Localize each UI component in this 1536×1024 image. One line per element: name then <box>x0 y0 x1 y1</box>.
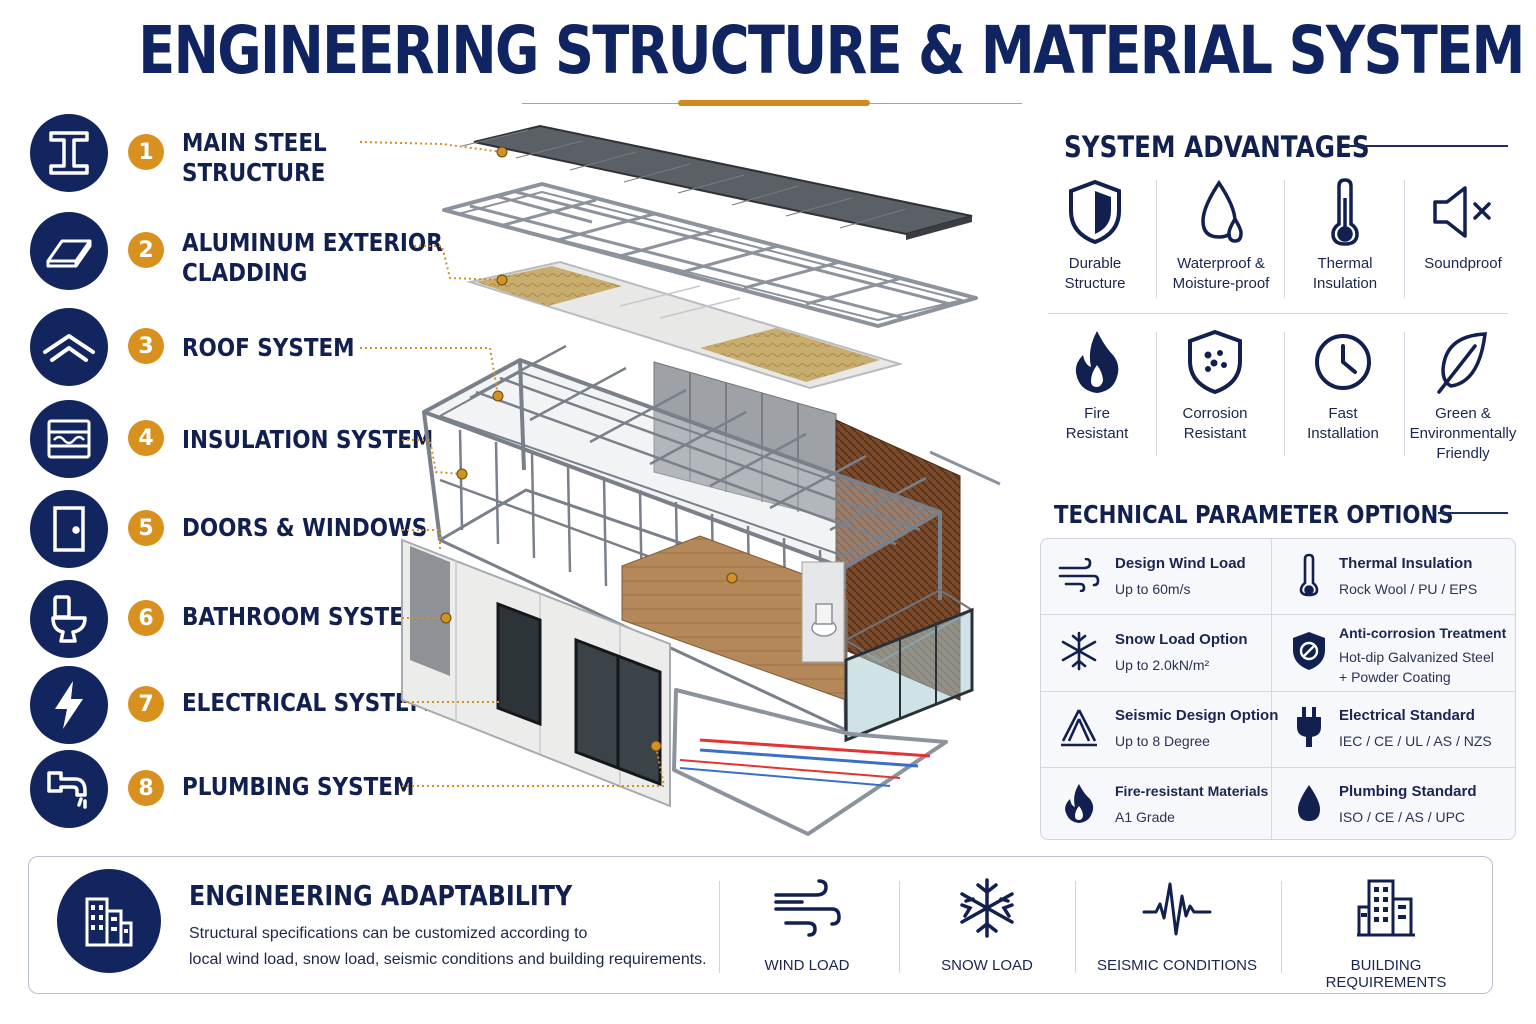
component-label: ELECTRICAL SYSTEM <box>182 688 431 717</box>
building-icon <box>57 869 161 973</box>
toilet-icon <box>30 580 108 658</box>
leaf-icon <box>1400 326 1526 398</box>
param-anti-corrosion: Anti-corrosion Treatment Hot-dip Galvani… <box>1277 615 1515 691</box>
param-wind-load: Design Wind Load Up to 60m/s <box>1041 539 1279 615</box>
component-number: 8 <box>128 770 164 806</box>
component-item-3: 3 ROOF SYSTEM <box>30 308 510 388</box>
adapt-wind-load: WIND LOAD <box>739 871 875 974</box>
component-number: 1 <box>128 134 164 170</box>
glass-balcony <box>844 588 974 743</box>
clock-icon <box>1280 326 1406 398</box>
component-item-5: 5 DOORS & WINDOWS <box>30 490 510 570</box>
param-seismic: Seismic Design Option Up to 8 Degree <box>1041 691 1279 767</box>
leader-dots <box>440 146 738 752</box>
exploded-house-diagram <box>359 124 1001 836</box>
flame-icon <box>1057 781 1101 825</box>
main-steel-frame <box>422 344 942 732</box>
snowflake-icon <box>1057 629 1101 673</box>
leader-lines <box>359 141 666 787</box>
shield-dots-icon <box>1152 326 1278 398</box>
component-label: PLUMBING SYSTEM <box>182 772 415 801</box>
component-number: 4 <box>128 420 164 456</box>
roof-icon <box>30 308 108 386</box>
floor-deck <box>621 535 847 701</box>
adaptability-description: Structural specifications can be customi… <box>189 925 707 968</box>
door-icon <box>30 490 108 568</box>
speaker-mute-icon <box>1400 176 1526 248</box>
bathroom-module <box>801 561 845 663</box>
advantage-soundproof: Soundproof <box>1400 176 1526 274</box>
component-item-6: 6 BATHROOM SYSTEM <box>30 580 510 660</box>
param-plumbing: Plumbing Standard ISO / CE / AS / UPC <box>1277 767 1515 843</box>
droplet-icon <box>1287 781 1331 825</box>
component-number: 2 <box>128 232 164 268</box>
faucet-icon <box>30 750 108 828</box>
flame-icon <box>1034 326 1160 398</box>
component-label: INSULATION SYSTEM <box>182 425 434 454</box>
component-label: BATHROOM SYSTEM <box>182 602 426 631</box>
seismic-wave-icon <box>1095 871 1259 945</box>
wind-icon <box>739 871 875 945</box>
component-label: DOORS & WINDOWS <box>182 513 428 542</box>
snowflake-icon <box>919 871 1055 945</box>
roof-frame <box>442 182 978 328</box>
param-fire-resistant: Fire-resistant Materials A1 Grade <box>1041 767 1279 843</box>
adaptability-band: ENGINEERING ADAPTABILITY Structural spec… <box>28 856 1493 994</box>
insulation-icon <box>30 400 108 478</box>
param-snow-load: Snow Load Option Up to 2.0kN/m² <box>1041 615 1279 691</box>
wind-icon <box>1057 553 1101 597</box>
floor-frame-plumbing <box>672 688 948 836</box>
param-thermal-insulation: Thermal Insulation Rock Wool / PU / EPS <box>1277 539 1515 615</box>
ceiling-insulation-panels <box>466 260 904 390</box>
component-number: 3 <box>128 328 164 364</box>
thermometer-icon <box>1282 176 1408 248</box>
plug-icon <box>1287 705 1331 749</box>
parameters-title: TECHNICAL PARAMETER OPTIONS <box>1054 500 1454 529</box>
parameters-title-line <box>1438 512 1508 514</box>
advantage-waterproof: Waterproof &Moisture-proof <box>1158 176 1284 294</box>
steel-beam-icon <box>30 114 108 192</box>
component-item-4: 4 INSULATION SYSTEM <box>30 400 510 480</box>
adapt-building-requirements: BUILDING REQUIREMENTS <box>1291 871 1481 991</box>
adapt-seismic: SEISMIC CONDITIONS <box>1095 871 1259 974</box>
adapt-snow-load: SNOW LOAD <box>919 871 1055 974</box>
shield-slash-icon <box>1287 629 1331 673</box>
page-title: ENGINEERING STRUCTURE & MATERIAL SYSTEM <box>138 12 1525 89</box>
front-wall-panels <box>401 538 671 808</box>
advantages-title-line <box>1346 145 1508 147</box>
component-number: 5 <box>128 510 164 546</box>
seismic-icon <box>1057 705 1101 749</box>
lightning-icon <box>30 666 108 744</box>
advantages-title: SYSTEM ADVANTAGES <box>1064 130 1370 164</box>
component-label: ROOF SYSTEM <box>182 333 355 362</box>
param-electrical: Electrical Standard IEC / CE / UL / AS /… <box>1277 691 1515 767</box>
panel-icon <box>30 212 108 290</box>
component-number: 7 <box>128 686 164 722</box>
building-icon <box>1291 871 1481 945</box>
shield-icon <box>1032 176 1158 248</box>
adaptability-title: ENGINEERING ADAPTABILITY <box>189 879 573 912</box>
component-item-7: 7 ELECTRICAL SYSTEM <box>30 666 510 746</box>
parameters-panel: Design Wind Load Up to 60m/s Thermal Ins… <box>1040 538 1516 840</box>
component-number: 6 <box>128 600 164 636</box>
thermometer-icon <box>1287 553 1331 597</box>
component-item-8: 8 PLUMBING SYSTEM <box>30 750 510 830</box>
droplet-icon <box>1158 176 1284 248</box>
roof-panel <box>461 124 973 240</box>
title-accent-bar <box>678 100 870 106</box>
